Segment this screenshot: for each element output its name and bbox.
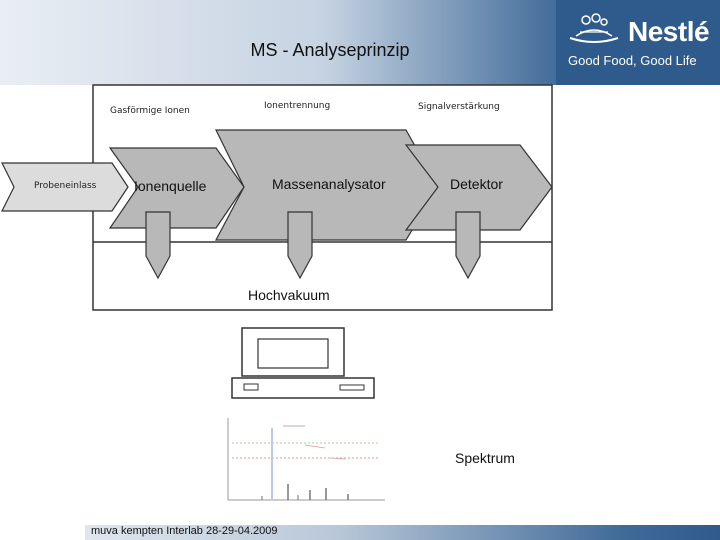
mass-analyzer-arrow [215,129,439,241]
inlet-label: Probeneinlass [34,181,97,191]
ion-source-arrow [108,147,245,229]
logo-wordmark: Nestlé [628,16,710,47]
detector-label: Detektor [450,176,503,192]
signal-amplification-label: Signalverstärkung [418,102,500,112]
footer-band: muva kempten Interlab 28-29-04.2009 [85,525,720,540]
mass-analyzer-label: Massenanalysator [272,176,386,192]
spectrum-plot [227,418,385,501]
footer-text: muva kempten Interlab 28-29-04.2009 [91,525,278,537]
logo-tagline: Good Food, Good Life [568,53,697,68]
slide-title: MS - Analyseprinzip [250,40,410,60]
logo-band [556,0,720,85]
gas-ions-label: Gasförmige Ionen [110,106,190,116]
nest-emblem-icon [569,13,619,43]
ion-separation-label: Ionentrennung [264,101,331,111]
pump-arrow-1 [145,211,171,280]
computer-icon [231,327,375,399]
detector-arrow [404,144,553,231]
spectrum-label: Spektrum [455,450,515,466]
ion-source-label: Ionenquelle [134,178,207,194]
pump-arrow-2 [287,211,313,280]
pump-arrow-3 [455,211,481,280]
vacuum-label: Hochvakuum [248,287,330,303]
inlet-arrow [1,162,129,212]
